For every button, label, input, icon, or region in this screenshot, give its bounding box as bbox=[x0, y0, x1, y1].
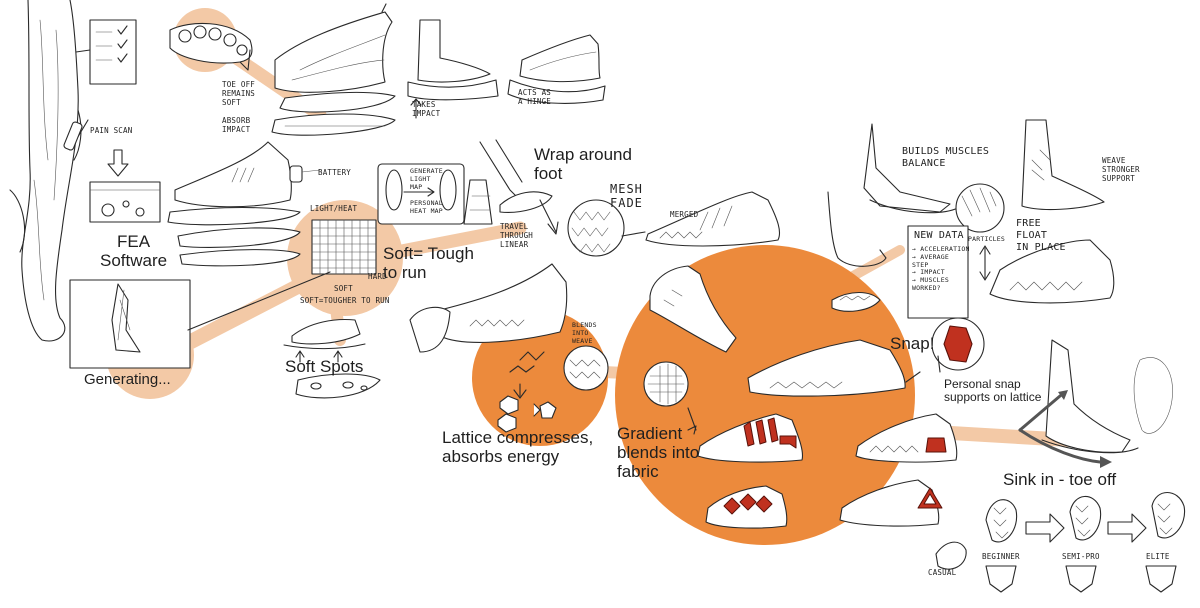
new-data-title: NEW DATA bbox=[914, 230, 964, 241]
outsole-layer bbox=[271, 113, 396, 136]
snap-gem-icon bbox=[943, 325, 973, 363]
leg-side-sketch bbox=[827, 191, 887, 267]
takes-impact-note: TAKES IMPACT bbox=[412, 100, 441, 118]
blends-weave-note: BLENDS INTO WEAVE bbox=[572, 321, 597, 345]
elite-note: ELITE bbox=[1146, 552, 1170, 561]
arrow-down-icon bbox=[107, 149, 129, 177]
sock-shoe-sketch bbox=[274, 3, 393, 93]
new-data-card bbox=[907, 225, 969, 319]
snap-shoe bbox=[747, 339, 906, 397]
red-stripe-shoe bbox=[697, 413, 804, 463]
particles-swatch bbox=[955, 183, 1005, 233]
soft-spots-sketch bbox=[283, 319, 381, 399]
weave-support-shoe bbox=[1021, 119, 1105, 211]
semi-pro-note: SEMI-PRO bbox=[1062, 552, 1100, 561]
midsole-layer bbox=[279, 91, 396, 113]
cage-shoe bbox=[855, 413, 958, 463]
merged-note: MERGED bbox=[670, 210, 699, 219]
sink-in-sketch bbox=[1018, 339, 1173, 468]
absorb-impact-note: ABSORB IMPACT bbox=[222, 116, 251, 134]
arrow-down-icon bbox=[513, 383, 527, 399]
fea-window bbox=[89, 181, 161, 223]
weave-swatch bbox=[563, 345, 609, 391]
travel-linear-note: TRAVEL THROUGH LINEAR bbox=[500, 222, 534, 249]
leg-sketch bbox=[9, 0, 82, 342]
mesh-fade-note: MESH FADE bbox=[610, 182, 643, 211]
builds-muscles-note: BUILDS MUSCLES BALANCE bbox=[902, 146, 990, 169]
sock-lattice-shoe bbox=[409, 263, 568, 353]
soft-tougher-note: SOFT=TOUGHER TO RUN bbox=[300, 296, 390, 305]
lattice-compresses-label: Lattice compresses, absorbs energy bbox=[442, 428, 594, 467]
merged-shoe-sketch bbox=[645, 191, 781, 247]
float-shoe bbox=[989, 239, 1115, 304]
soft-spots-label: Soft Spots bbox=[285, 357, 364, 376]
arrow-diag-icon bbox=[687, 407, 697, 435]
toe-off-note: TOE OFF REMAINS SOFT bbox=[222, 80, 256, 107]
balance-foot-sketch bbox=[863, 123, 959, 214]
generating-box bbox=[69, 279, 191, 369]
battery-shoe-sketch bbox=[167, 141, 321, 267]
battery-note: BATTERY bbox=[318, 168, 352, 177]
generate-light-map-note: GENERATE LIGHT MAP bbox=[410, 167, 443, 191]
high-top-shoe bbox=[649, 265, 737, 353]
weave-stronger-note: WEAVE STRONGER SUPPORT bbox=[1102, 156, 1140, 183]
wrap-foot-sketch bbox=[463, 139, 559, 235]
pod-sole-sketch bbox=[169, 22, 253, 71]
fea-software-label: FEA Software bbox=[100, 232, 168, 271]
heat-map-note: PERSONAL HEAT MAP bbox=[410, 199, 443, 215]
triangle-shoe bbox=[839, 479, 943, 527]
casual-note: CASUAL bbox=[928, 568, 957, 577]
new-data-list: → ACCELERATION → AVERAGE STEP → IMPACT →… bbox=[912, 245, 970, 292]
hinge-shoe-sketch bbox=[507, 34, 606, 104]
soft-note: SOFT bbox=[334, 284, 353, 293]
questionnaire-doc bbox=[89, 19, 137, 85]
red-lattice-shoe bbox=[705, 485, 788, 529]
beginner-note: BEGINNER bbox=[982, 552, 1020, 561]
acts-hinge-note: ACTS AS A HINGE bbox=[518, 88, 552, 106]
impact-shoe-sketch bbox=[407, 19, 499, 119]
personal-snap-label: Personal snap supports on lattice bbox=[944, 377, 1042, 405]
wrap-around-label: Wrap around foot bbox=[534, 145, 632, 184]
soft-tough-label: Soft= Tough to run bbox=[383, 244, 474, 283]
sink-in-label: Sink in - toe off bbox=[1003, 470, 1117, 489]
hard-note: HARD bbox=[368, 272, 387, 281]
progression-row bbox=[935, 491, 1186, 593]
sensor-grid bbox=[311, 219, 377, 275]
light-heat-note: LIGHT/HEAT bbox=[310, 204, 358, 213]
pain-scan-note: PAIN SCAN bbox=[90, 126, 133, 135]
connector-line bbox=[187, 271, 331, 331]
generating-label: Generating... bbox=[84, 371, 171, 388]
float-arrow-icon bbox=[979, 245, 991, 281]
free-float-note: FREE FLOAT IN PLACE bbox=[1016, 218, 1066, 253]
light-map-card bbox=[377, 163, 465, 225]
particles-note: PARTICLES bbox=[968, 235, 1006, 243]
snap-label: Snap! bbox=[890, 334, 935, 353]
gradient-blends-label: Gradient blends into fabric bbox=[617, 424, 700, 482]
